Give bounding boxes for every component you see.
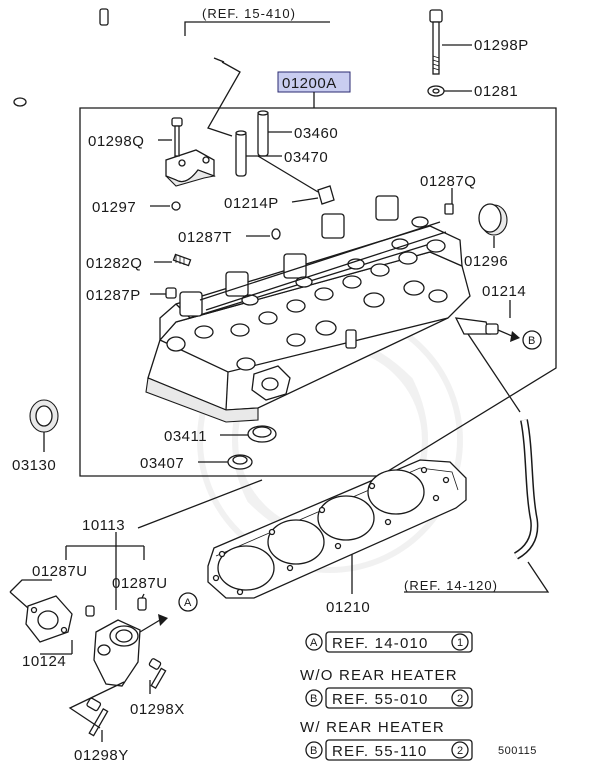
legend-row2-marker: B <box>310 693 318 705</box>
label-01287P: 01287P <box>86 287 141 304</box>
ref-15-410-leader <box>184 21 330 36</box>
heater-hose-drawing <box>513 419 539 560</box>
marker-a-circle <box>178 592 198 612</box>
plug-01287Q-drawing <box>444 203 454 215</box>
label-01296: 01296 <box>464 253 508 270</box>
legend-row3-box <box>325 739 473 761</box>
legend-row1-circle <box>305 633 323 651</box>
diagram-code: 500115 <box>498 745 537 757</box>
legend: A REF. 14-010 1 W/O REAR HEATER B REF. 5… <box>300 631 473 761</box>
legend-row3-marker: B <box>310 745 318 757</box>
label-10124: 10124 <box>22 653 66 670</box>
label-01298P: 01298P <box>474 37 529 54</box>
label-01200A: 01200A <box>282 75 337 92</box>
label-01282Q: 01282Q <box>86 255 142 272</box>
leader-01298Y-upper <box>68 681 125 729</box>
seal-03411-drawing <box>247 425 277 443</box>
legend-row1-num-circle <box>451 633 469 651</box>
label-01214P: 01214P <box>224 195 279 212</box>
label-01210: 01210 <box>326 599 370 616</box>
oil-return-pipe <box>13 8 225 107</box>
legend-row2-caption: W/O REAR HEATER <box>300 667 458 684</box>
legend-row1-box <box>325 631 473 653</box>
label-03470: 03470 <box>284 149 328 166</box>
cylinder-head-assembly-frame <box>79 107 557 477</box>
label-01287Q: 01287Q <box>420 173 476 190</box>
seal-03130-drawing <box>29 399 59 433</box>
legend-row3-num-circle <box>451 741 469 759</box>
leader-01214P <box>291 197 319 203</box>
bolt-01298X-drawing <box>148 658 167 690</box>
label-01287U-b: 01287U <box>112 575 168 592</box>
label-10113: 10113 <box>82 517 125 534</box>
guide-03470-drawing <box>235 130 247 177</box>
leader-01287U-b <box>141 593 145 599</box>
label-01298Y: 01298Y <box>74 747 129 764</box>
leader-10113-bracket <box>65 532 145 560</box>
bolt-01298Y-drawing <box>86 697 109 737</box>
legend-row2-num-circle <box>451 689 469 707</box>
leader-01287U-a-bracket <box>9 579 52 609</box>
cap-01296-drawing <box>478 203 508 236</box>
fitting-01214-drawing <box>454 317 520 342</box>
label-01214: 01214 <box>482 283 526 300</box>
seal-03407-drawing <box>227 454 253 470</box>
marker-b-circle <box>522 330 542 350</box>
legend-row3-circle <box>305 741 323 759</box>
bearing-cap-01297-drawing <box>165 149 216 187</box>
legend-row2-ref: REF. 55-010 <box>332 691 429 708</box>
marker-b: B <box>528 335 536 347</box>
legend-row2-num: 2 <box>457 693 464 705</box>
head-gasket-01210-drawing <box>207 459 467 599</box>
water-outlet-10113-drawing <box>93 614 168 687</box>
pipe-leader <box>207 61 241 137</box>
bolt-01298Q-drawing <box>171 117 183 157</box>
stud-01282Q-drawing <box>172 253 192 267</box>
pin-01297-drawing <box>171 201 181 211</box>
ref-15-410: (REF. 15-410) <box>202 6 296 21</box>
legend-row3-num: 2 <box>457 745 464 757</box>
gasket-10124-drawing <box>25 595 73 643</box>
ref-14-120-leader <box>404 561 550 593</box>
legend-row1-num: 1 <box>457 637 464 649</box>
plug-01287T-drawing <box>271 228 281 240</box>
ref-14-120: (REF. 14-120) <box>404 578 498 593</box>
legend-row1-ref: REF. 14-010 <box>332 635 429 652</box>
legend-row2-box <box>325 687 473 709</box>
bolt-01298P-drawing <box>429 9 443 75</box>
leader-to-hose <box>467 333 521 413</box>
label-01298Q: 01298Q <box>88 133 144 150</box>
leader-frame-to-10113 <box>137 479 263 529</box>
marker-a: A <box>184 597 192 609</box>
cylinder-head-drawing <box>145 195 471 423</box>
label-01287T: 01287T <box>178 229 232 246</box>
plug-01214P-drawing <box>317 185 335 205</box>
legend-row2-circle <box>305 689 323 707</box>
label-01281: 01281 <box>474 83 518 100</box>
label-03130: 03130 <box>12 457 56 474</box>
washer-01281-drawing <box>427 85 445 97</box>
plug-01287U-b-drawing <box>137 597 147 611</box>
legend-row3-caption: W/ REAR HEATER <box>300 719 445 736</box>
label-01297: 01297 <box>92 199 136 216</box>
legend-row1-marker: A <box>310 637 318 649</box>
label-03460: 03460 <box>294 125 338 142</box>
plug-01287U-a-drawing <box>85 605 95 617</box>
label-01298X: 01298X <box>130 701 185 718</box>
guide-03460-drawing <box>257 110 269 157</box>
legend-row3-ref: REF. 55-110 <box>332 743 427 760</box>
leader-03470-to-plug <box>257 155 319 193</box>
label-03411: 03411 <box>164 428 207 445</box>
label-01287U-a: 01287U <box>32 563 88 580</box>
label-03407: 03407 <box>140 455 184 472</box>
leader-10124 <box>40 640 73 655</box>
plug-01287P-drawing <box>165 287 177 299</box>
